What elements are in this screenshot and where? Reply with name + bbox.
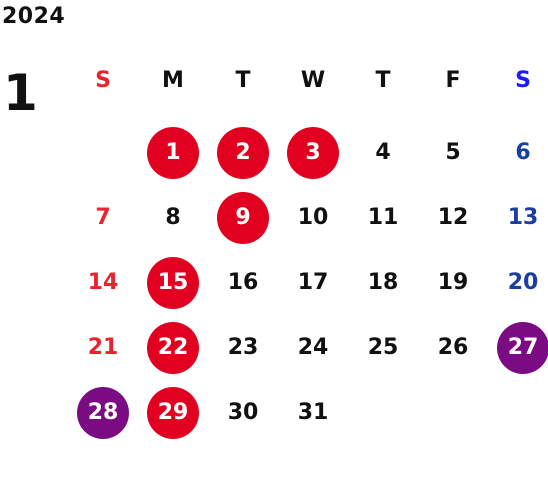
calendar-grid: S M T W T F S 1 2 3 4 5 6 7 8 9 10 11 12… (68, 55, 548, 445)
day-cell: 3 (278, 120, 348, 185)
day-number: 19 (437, 269, 469, 295)
day-cell: 20 (488, 250, 548, 315)
day-cell: 21 (68, 315, 138, 380)
weekday-header-saturday: S (515, 68, 531, 93)
day-number: 25 (367, 334, 399, 360)
weekday-header-friday: F (445, 68, 461, 93)
holiday-day-number: 1 (147, 126, 199, 179)
day-cell (418, 380, 488, 445)
day-number: 11 (367, 204, 399, 230)
sunday-day-number: 21 (87, 334, 119, 360)
saturday-day-number: 6 (515, 139, 531, 165)
special-day-number: 27 (497, 321, 548, 374)
day-number: 18 (367, 269, 399, 295)
day-number: 24 (297, 334, 329, 360)
day-cell: 24 (278, 315, 348, 380)
special-day-number: 28 (77, 386, 129, 439)
day-cell (348, 380, 418, 445)
day-cell: 13 (488, 185, 548, 250)
day-number (427, 387, 479, 439)
day-cell: 6 (488, 120, 548, 185)
day-cell: 2 (208, 120, 278, 185)
day-cell: 1 (138, 120, 208, 185)
day-cell: 16 (208, 250, 278, 315)
day-cell: 7 (68, 185, 138, 250)
day-cell: 10 (278, 185, 348, 250)
day-number: 26 (437, 334, 469, 360)
sunday-day-number: 14 (87, 269, 119, 295)
month-number: 1 (3, 64, 38, 122)
day-cell: 14 (68, 250, 138, 315)
weekday-header-sunday: S (95, 68, 111, 93)
holiday-day-number: 29 (147, 386, 199, 439)
day-cell: 8 (138, 185, 208, 250)
day-number (77, 127, 129, 179)
day-cell: 25 (348, 315, 418, 380)
holiday-day-number: 9 (217, 191, 269, 244)
day-number: 12 (437, 204, 469, 230)
day-cell: 31 (278, 380, 348, 445)
weekday-header-wednesday: W (300, 68, 326, 93)
day-cell: 18 (348, 250, 418, 315)
weekday-header-tuesday: T (235, 68, 251, 93)
year-label: 2024 (2, 4, 66, 29)
holiday-day-number: 22 (147, 321, 199, 374)
day-cell: 29 (138, 380, 208, 445)
day-number (497, 387, 548, 439)
day-cell: 27 (488, 315, 548, 380)
day-cell: 12 (418, 185, 488, 250)
weekday-header-thursday: T (375, 68, 391, 93)
holiday-day-number: 3 (287, 126, 339, 179)
day-cell (68, 120, 138, 185)
day-cell: 30 (208, 380, 278, 445)
day-number (357, 387, 409, 439)
day-cell: 5 (418, 120, 488, 185)
day-number: 17 (297, 269, 329, 295)
day-cell: 9 (208, 185, 278, 250)
saturday-day-number: 20 (507, 269, 539, 295)
day-number: 30 (227, 399, 259, 425)
holiday-day-number: 15 (147, 256, 199, 309)
day-cell (488, 380, 548, 445)
day-number: 5 (445, 139, 461, 165)
day-cell: 19 (418, 250, 488, 315)
day-number: 8 (165, 204, 181, 230)
day-number: 31 (297, 399, 329, 425)
saturday-day-number: 13 (507, 204, 539, 230)
day-number: 4 (375, 139, 391, 165)
day-cell: 15 (138, 250, 208, 315)
day-number: 10 (297, 204, 329, 230)
day-cell: 23 (208, 315, 278, 380)
day-cell: 28 (68, 380, 138, 445)
day-cell: 17 (278, 250, 348, 315)
day-cell: 4 (348, 120, 418, 185)
day-cell: 11 (348, 185, 418, 250)
day-number: 23 (227, 334, 259, 360)
day-cell: 22 (138, 315, 208, 380)
weekday-header-monday: M (162, 68, 184, 93)
day-number: 16 (227, 269, 259, 295)
holiday-day-number: 2 (217, 126, 269, 179)
sunday-day-number: 7 (95, 204, 111, 230)
day-cell: 26 (418, 315, 488, 380)
